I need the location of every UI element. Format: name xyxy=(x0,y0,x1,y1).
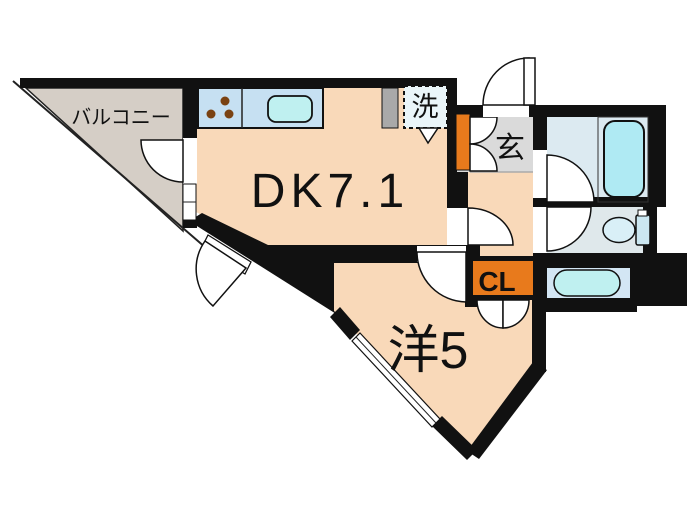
toilet-tank xyxy=(635,214,651,246)
washer-door-arrow-icon xyxy=(417,127,440,145)
balcony-door-gap xyxy=(183,138,197,184)
wall-dk-left-upper xyxy=(183,78,197,140)
balcony-door-arc xyxy=(140,139,184,183)
wall-dk-bottom xyxy=(189,213,477,317)
balcony-label: バルコニー xyxy=(71,107,171,129)
closet-label: CL xyxy=(478,266,515,297)
wall-dk-left-lower xyxy=(183,218,197,228)
wall-room5-diag-left-low xyxy=(432,416,477,460)
entrance-label: 玄 xyxy=(495,132,525,165)
toilet-door-gap xyxy=(533,207,547,253)
toilet-door-arc xyxy=(546,206,592,252)
stove-burner-icon xyxy=(224,109,234,119)
entrance-door-leaf xyxy=(523,57,536,106)
closet-door-arc xyxy=(502,299,530,329)
wall-genkan-stub xyxy=(453,172,468,208)
wall-bath-right xyxy=(648,105,666,207)
bath-door-gap xyxy=(533,150,547,198)
dining-kitchen-label: DK7.1 xyxy=(251,165,409,218)
room5-door-arc xyxy=(416,251,467,303)
wall-room5-diag-right xyxy=(467,362,547,459)
hall-door-gap xyxy=(447,208,468,245)
toilet-bowl xyxy=(602,216,636,244)
washer-label: 洗 xyxy=(412,92,439,122)
vanity-sink xyxy=(553,269,621,297)
toilet-flush-handle xyxy=(637,209,648,217)
bathtub-panel xyxy=(597,116,649,203)
wall-room5-diag-left-up xyxy=(330,307,360,340)
wall-vanity-bottom xyxy=(533,298,637,312)
entrance-door-gap xyxy=(483,105,529,117)
entrance-door-arc xyxy=(482,57,530,106)
shoe-cabinet xyxy=(455,113,471,171)
diagonal-door-arc xyxy=(195,239,248,308)
western-room-label: 洋5 xyxy=(388,322,469,380)
kitchen-sink xyxy=(267,95,313,123)
stove-burner-icon xyxy=(220,96,230,106)
wall-dk-right xyxy=(447,88,457,208)
shoe-cabinet-door-arc xyxy=(469,143,498,172)
bath-door-arc xyxy=(546,154,595,203)
stove-burner-icon xyxy=(206,109,216,119)
wall-toilet-vanity xyxy=(533,253,643,268)
bathtub xyxy=(603,120,645,198)
balcony-railing xyxy=(12,80,207,249)
closet-box xyxy=(473,261,533,295)
wall-top xyxy=(20,78,457,88)
hall-door-arc xyxy=(467,207,514,246)
pillar-gray xyxy=(381,87,399,129)
room5-window-mullion xyxy=(355,336,437,424)
